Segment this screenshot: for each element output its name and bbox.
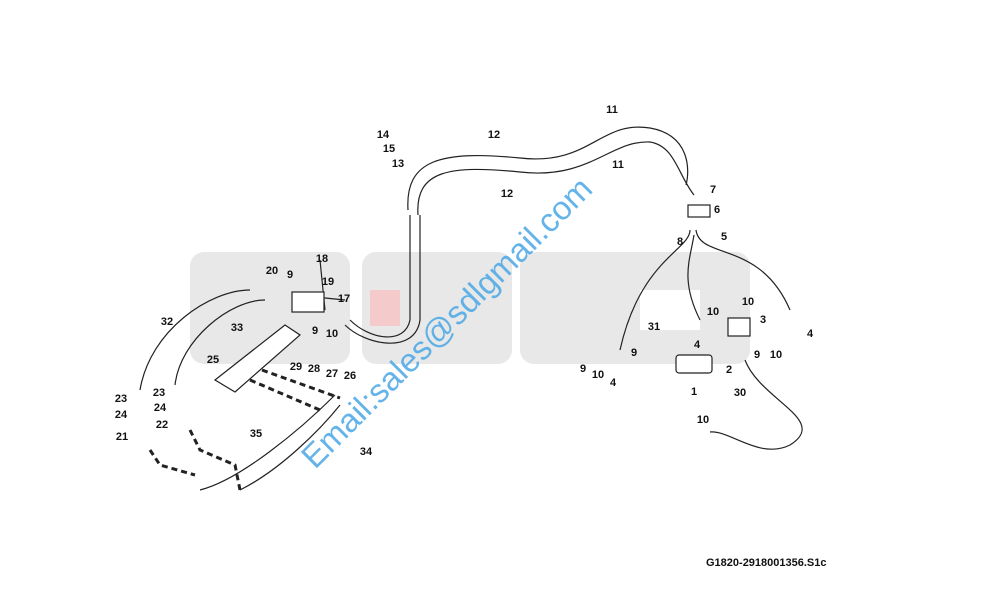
callout-label: 10 — [325, 328, 339, 340]
callout-label: 27 — [325, 368, 339, 380]
callout-label: 26 — [343, 370, 357, 382]
callout-label: 3 — [759, 314, 767, 326]
callout-label: 10 — [741, 296, 755, 308]
callout-label: 10 — [696, 414, 710, 426]
callout-label: 30 — [733, 387, 747, 399]
callout-label: 21 — [115, 431, 129, 443]
callout-label: 22 — [155, 419, 169, 431]
callout-label: 9 — [579, 363, 587, 375]
block-17 — [291, 291, 325, 313]
callout-label: 11 — [612, 159, 624, 171]
callout-label: 2 — [725, 364, 733, 376]
callout-label: 10 — [591, 369, 605, 381]
callout-label: 6 — [713, 204, 721, 216]
dashed-lines — [148, 368, 341, 491]
callout-label: 12 — [487, 129, 501, 141]
callout-label: 20 — [265, 265, 279, 277]
callout-label: 1 — [690, 386, 698, 398]
callout-label: 23 — [152, 387, 166, 399]
callout-label: 17 — [337, 293, 351, 305]
callout-label: 4 — [806, 328, 814, 340]
callout-label: 10 — [769, 349, 783, 361]
drawing-code: G1820-2918001356.S1c — [706, 557, 827, 569]
callout-label: 35 — [249, 428, 263, 440]
callout-label: 15 — [382, 143, 396, 155]
block-3 — [727, 317, 751, 337]
callout-label: 18 — [315, 253, 329, 265]
callout-label: 34 — [359, 446, 373, 458]
callout-label: 9 — [311, 325, 319, 337]
callout-label: 29 — [289, 361, 303, 373]
callout-label: 12 — [500, 188, 514, 200]
callout-label: 14 — [376, 129, 390, 141]
callout-label: 4 — [609, 377, 617, 389]
callout-label: 25 — [206, 354, 220, 366]
clamp-6 — [687, 204, 711, 218]
callout-label: 28 — [307, 363, 321, 375]
callout-label: 10 — [706, 306, 720, 318]
valve-1 — [675, 354, 713, 374]
callout-label: 32 — [160, 316, 174, 328]
components — [213, 204, 751, 393]
callout-label: 8 — [676, 236, 684, 248]
callout-label: 24 — [153, 402, 167, 414]
callout-label: 4 — [693, 339, 701, 351]
cylinder-25 — [213, 324, 301, 393]
callout-label: 13 — [391, 158, 405, 170]
callout-label: 19 — [321, 276, 335, 288]
callout-label: 9 — [753, 349, 761, 361]
callout-label: 5 — [720, 231, 728, 243]
sdlg-logo-background — [190, 252, 750, 364]
callout-label: 23 — [114, 393, 128, 405]
callout-label: 33 — [230, 322, 244, 334]
hoses — [139, 126, 803, 491]
callout-label: 9 — [286, 269, 294, 281]
callout-label: 24 — [114, 409, 128, 421]
callout-label: 7 — [709, 184, 717, 196]
callout-label: 31 — [647, 321, 661, 333]
callout-label: 11 — [606, 104, 618, 116]
callout-label: 9 — [630, 347, 638, 359]
